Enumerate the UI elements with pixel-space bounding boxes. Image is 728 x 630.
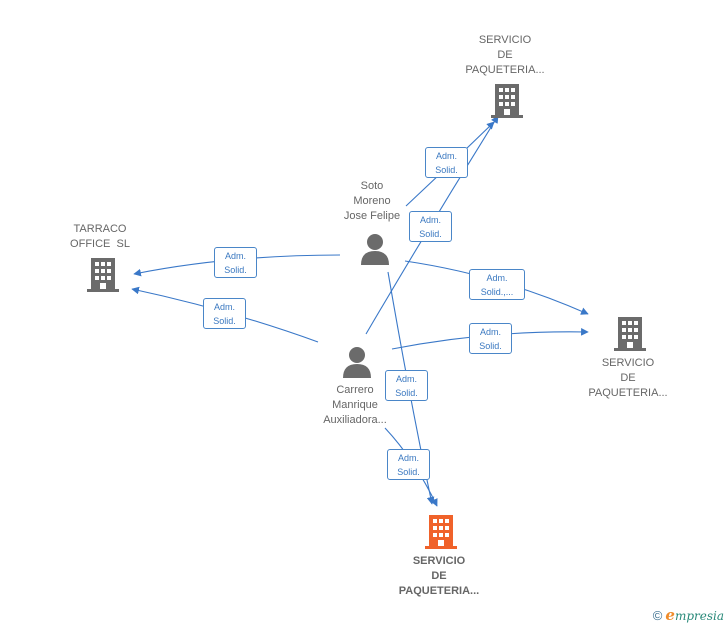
company-label-tarraco[interactable]: TARRACO OFFICE SL xyxy=(70,223,130,250)
edge-label-soto-main[interactable]: Adm. Solid. xyxy=(385,370,428,401)
copyright-symbol: © xyxy=(652,608,663,623)
copyright-footer: ©empresia xyxy=(653,606,724,624)
building-highlight-icon[interactable] xyxy=(425,515,457,549)
person-label-soto[interactable]: Soto Moreno Jose Felipe xyxy=(343,180,401,222)
building-icon[interactable] xyxy=(87,258,119,292)
building-icon[interactable] xyxy=(614,317,646,351)
company-label-top[interactable]: SERVICIO DE PAQUETERIA... xyxy=(465,34,545,76)
edge-label-carrero-tarraco[interactable]: Adm. Solid. xyxy=(203,298,246,329)
person-icon[interactable] xyxy=(360,233,390,265)
brand-initial: e xyxy=(665,606,675,624)
edge-label-carrero-main[interactable]: Adm. Solid. xyxy=(387,449,430,480)
edge-label-soto-tarraco[interactable]: Adm. Solid. xyxy=(214,247,257,278)
edge-label-soto-top[interactable]: Adm. Solid. xyxy=(425,147,468,178)
brand-logo: empresia xyxy=(665,606,724,624)
person-icon[interactable] xyxy=(342,346,372,378)
brand-name: mpresia xyxy=(674,609,724,623)
edge-label-carrero-right[interactable]: Adm. Solid. xyxy=(469,323,512,354)
building-icon[interactable] xyxy=(491,84,523,118)
edge-label-carrero-top[interactable]: Adm. Solid. xyxy=(409,211,452,242)
company-label-main[interactable]: SERVICIO DE PAQUETERIA... xyxy=(398,555,480,597)
company-label-right[interactable]: SERVICIO DE PAQUETERIA... xyxy=(588,357,668,399)
person-label-carrero[interactable]: Carrero Manrique Auxiliadora... xyxy=(323,384,387,426)
edge-label-soto-right[interactable]: Adm. Solid.,... xyxy=(469,269,525,300)
